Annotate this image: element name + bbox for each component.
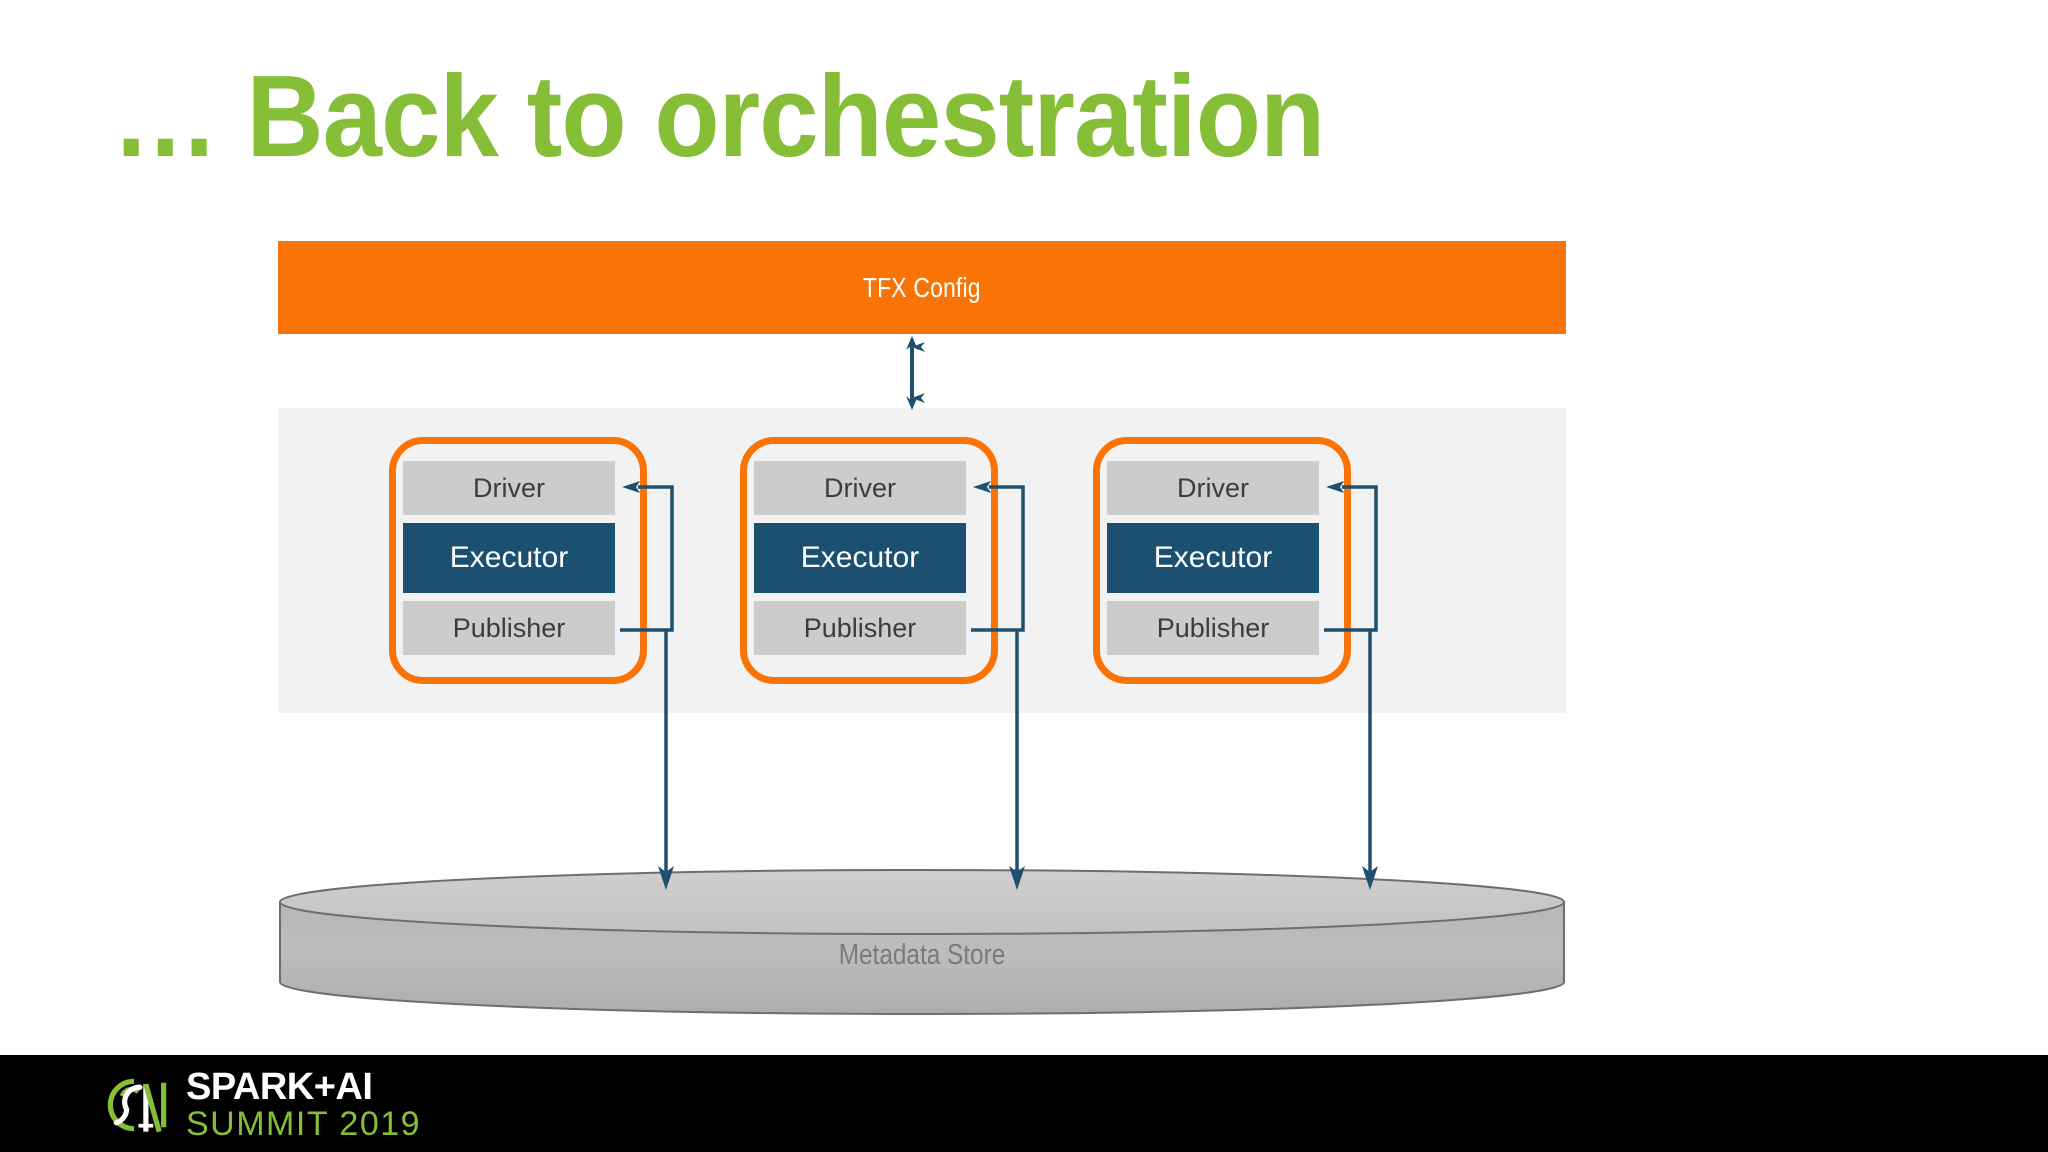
logo-line-summit-year: SUMMIT 2019 [186, 1104, 422, 1143]
config-bidirectional-arrow [906, 336, 925, 410]
page-title: … Back to orchestration [112, 51, 1325, 181]
tfx-config-label: TFX Config [863, 271, 981, 303]
spark-ai-summit-logo-icon [107, 1078, 167, 1133]
component-group-1: Driver Executor Publisher [389, 437, 649, 684]
component-group-3: Driver Executor Publisher [1093, 437, 1353, 684]
component-group-2: Driver Executor Publisher [740, 437, 1000, 684]
component-2-publisher-box: Publisher [754, 601, 966, 655]
component-1-executor-box: Executor [403, 523, 615, 593]
footer-bar: SPARK+AI SUMMIT 2019 [0, 1055, 2048, 1152]
component-1-stack: Driver Executor Publisher [403, 461, 615, 655]
logo-line-spark-ai: SPARK+AI [186, 1065, 373, 1108]
metadata-store-cylinder: Metadata Store [278, 868, 1566, 1016]
component-2-driver-box: Driver [754, 461, 966, 515]
component-3-publisher-box: Publisher [1107, 601, 1319, 655]
component-3-driver-box: Driver [1107, 461, 1319, 515]
component-3-stack: Driver Executor Publisher [1107, 461, 1319, 655]
cylinder-shape [279, 869, 1565, 1015]
component-3-executor-box: Executor [1107, 523, 1319, 593]
summit-logo: SPARK+AI SUMMIT 2019 [100, 1065, 421, 1145]
metadata-store-label: Metadata Store [838, 938, 1006, 971]
logo-text: SPARK+AI SUMMIT 2019 [186, 1068, 421, 1142]
component-2-executor-box: Executor [754, 523, 966, 593]
component-2-stack: Driver Executor Publisher [754, 461, 966, 655]
tfx-config-bar: TFX Config [278, 241, 1566, 334]
component-1-publisher-box: Publisher [403, 601, 615, 655]
component-1-driver-box: Driver [403, 461, 615, 515]
